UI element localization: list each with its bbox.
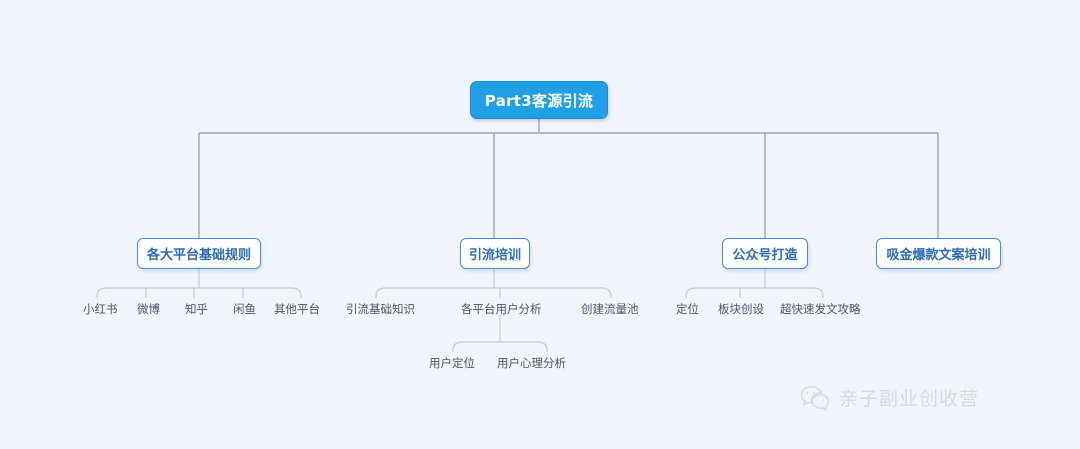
leaf-node-user-positioning[interactable]: 用户定位 <box>426 353 478 373</box>
leaf-node-positioning[interactable]: 定位 <box>673 299 702 319</box>
leaf-node-label: 其他平台 <box>274 302 320 316</box>
leaf-node-label: 板块创设 <box>718 302 764 316</box>
leaf-node-xianyu[interactable]: 闲鱼 <box>230 299 259 319</box>
leaf-node-xiaohongshu[interactable]: 小红书 <box>80 299 121 319</box>
branch-node-copywriting-training[interactable]: 吸金爆款文案培训 <box>876 238 1001 269</box>
leaf-node-other-platforms[interactable]: 其他平台 <box>271 299 323 319</box>
root-node-label: Part3客源引流 <box>484 91 594 110</box>
leaf-node-weibo[interactable]: 微博 <box>134 299 163 319</box>
connector-branch3-fan <box>685 287 824 297</box>
leaf-node-label: 各平台用户分析 <box>461 302 542 316</box>
branch-node-official-account[interactable]: 公众号打造 <box>722 238 808 269</box>
connector-branch1-fan <box>96 287 302 297</box>
leaf-node-label: 用户定位 <box>429 356 475 370</box>
connector-branch2-fan <box>375 287 612 297</box>
leaf-node-label: 微博 <box>137 302 160 316</box>
branch-node-platform-rules[interactable]: 各大平台基础规则 <box>137 238 261 269</box>
leaf-node-label: 引流基础知识 <box>346 302 415 316</box>
watermark-label: 亲子副业创收营 <box>839 388 980 410</box>
mindmap-root-node[interactable]: Part3客源引流 <box>470 81 608 119</box>
branch-node-label: 引流培训 <box>469 248 522 263</box>
connector-user-analysis-fan <box>452 341 548 351</box>
watermark: 亲子副业创收营 <box>800 384 979 411</box>
leaf-node-fast-posting[interactable]: 超快速发文攻略 <box>777 299 864 319</box>
leaf-node-label: 用户心理分析 <box>497 356 566 370</box>
leaf-node-label: 定位 <box>676 302 699 316</box>
branch-node-label: 公众号打造 <box>732 248 798 263</box>
branch-node-label: 吸金爆款文案培训 <box>886 248 991 263</box>
leaf-node-label: 知乎 <box>185 302 208 316</box>
leaf-node-label: 创建流量池 <box>581 302 639 316</box>
leaf-node-section-setup[interactable]: 板块创设 <box>715 299 767 319</box>
leaf-node-label: 超快速发文攻略 <box>780 302 861 316</box>
leaf-node-traffic-pool[interactable]: 创建流量池 <box>578 299 642 319</box>
leaf-node-user-psychology[interactable]: 用户心理分析 <box>494 353 569 373</box>
branch-node-traffic-training[interactable]: 引流培训 <box>460 238 530 269</box>
branch-node-label: 各大平台基础规则 <box>147 248 252 263</box>
leaf-node-platform-user-analysis[interactable]: 各平台用户分析 <box>458 299 545 319</box>
wechat-icon <box>800 385 830 411</box>
leaf-node-label: 小红书 <box>83 302 118 316</box>
leaf-node-traffic-basics[interactable]: 引流基础知识 <box>343 299 418 319</box>
leaf-node-label: 闲鱼 <box>233 302 256 316</box>
leaf-node-zhihu[interactable]: 知乎 <box>182 299 211 319</box>
